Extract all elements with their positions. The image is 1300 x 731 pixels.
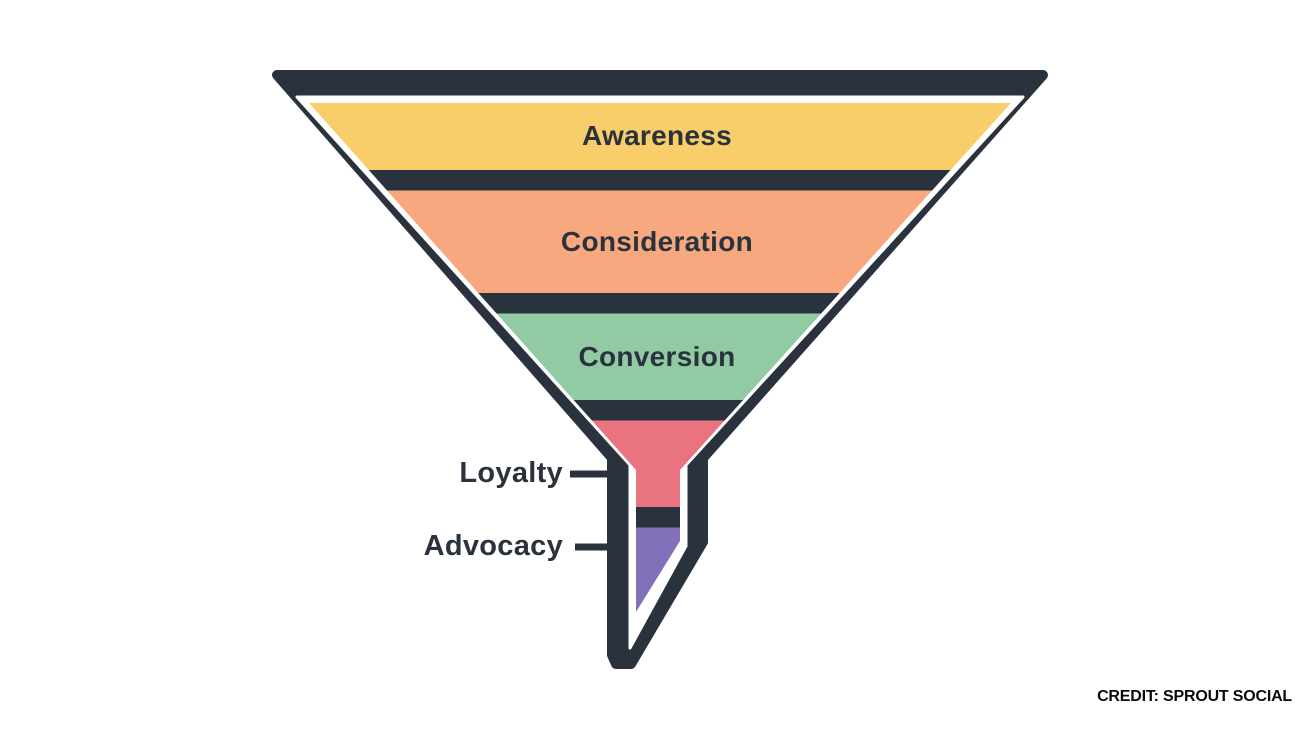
stage-band-awareness <box>309 103 1011 170</box>
stage-band-loyalty <box>309 420 1011 507</box>
stage-separator <box>309 507 1011 528</box>
stage-label-loyalty: Loyalty <box>459 457 563 489</box>
stage-label-advocacy: Advocacy <box>423 530 563 562</box>
stage-label-consideration: Consideration <box>560 226 754 257</box>
stage-label-awareness: Awareness <box>581 120 733 151</box>
stage-separator <box>309 293 1011 314</box>
credit-text: CREDIT: SPROUT SOCIAL <box>1097 688 1292 705</box>
stage-separator <box>309 400 1011 421</box>
stage-label-conversion: Conversion <box>578 341 736 372</box>
stage-separator <box>309 170 1011 191</box>
